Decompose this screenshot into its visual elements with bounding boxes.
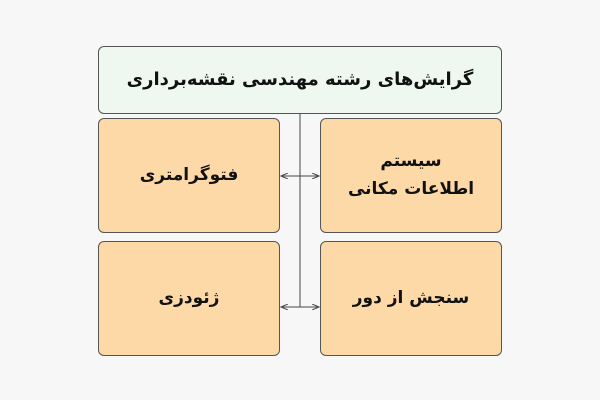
branch-remote-sensing: سنجش از دور [320, 241, 502, 356]
branch-geodesy: ژئودزی [98, 241, 280, 356]
branch-gis: سیستم اطلاعات مکانی [320, 118, 502, 233]
branch-label: فتوگرامتری [139, 164, 239, 185]
branch-label: ژئودزی [158, 287, 220, 308]
branch-photogrammetry: فتوگرامتری [98, 118, 280, 233]
branch-label: سیستم اطلاعات مکانی [347, 151, 475, 199]
title-box: گرایش‌های رشته مهندسی نقشه‌برداری [98, 46, 502, 114]
branch-label: سنجش از دور [352, 287, 470, 308]
title-text: گرایش‌های رشته مهندسی نقشه‌برداری [126, 68, 474, 90]
